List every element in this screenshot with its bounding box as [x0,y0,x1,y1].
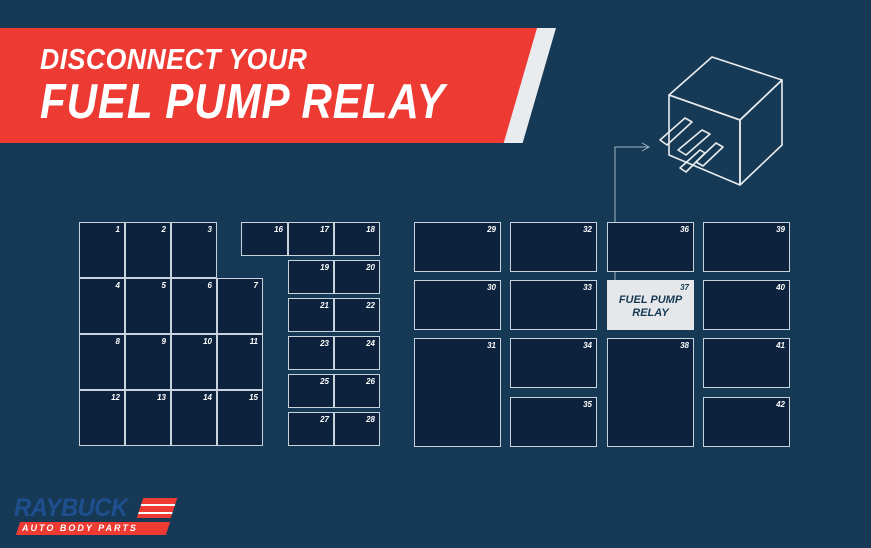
slot-number: 34 [583,341,592,350]
slot-number: 35 [583,400,592,409]
fuse-slot-32: 32 [510,222,597,272]
fuse-slot-25: 25 [288,374,334,408]
slot-number: 21 [320,301,329,310]
fuse-slot-27: 27 [288,412,334,446]
slot-number: 11 [249,337,258,346]
slot-number: 7 [253,281,258,290]
slot-number: 14 [203,393,212,402]
fuse-slot-22: 22 [334,298,380,332]
slot-number: 19 [320,263,329,272]
slot-number: 30 [487,283,496,292]
fuse-slot-17: 17 [288,222,334,256]
slot-number: 16 [274,225,283,234]
fuse-slot-7: 7 [217,278,263,334]
fuse-slot-13: 13 [125,390,171,446]
slot-number: 17 [320,225,329,234]
fuse-slot-5: 5 [125,278,171,334]
slot-number: 1 [115,225,120,234]
fuse-slot-6: 6 [171,278,217,334]
slot-number: 42 [776,400,785,409]
fuse-slot-19: 19 [288,260,334,294]
fuse-slot-14: 14 [171,390,217,446]
slot-number: 37 [680,283,689,292]
slot-number: 40 [776,283,785,292]
slot-number: 5 [161,281,166,290]
fuse-slot-3: 3 [171,222,217,278]
slot-number: 33 [583,283,592,292]
logo-wordmark: RAYBUCK [14,494,128,522]
slot-number: 25 [320,377,329,386]
fuse-slot-15: 15 [217,390,263,446]
fuse-slot-34: 34 [510,338,597,388]
fuse-slot-21: 21 [288,298,334,332]
fuse-slot-26: 26 [334,374,380,408]
fuse-slot-29: 29 [414,222,501,272]
slot-number: 13 [157,393,166,402]
slot-number: 20 [366,263,375,272]
slot-number: 23 [320,339,329,348]
slot-number: 12 [111,393,120,402]
fuse-slot-10: 10 [171,334,217,390]
fuse-slot-33: 33 [510,280,597,330]
slot-number: 15 [249,393,258,402]
fuse-slot-36: 36 [607,222,694,272]
relay-icon [659,56,783,186]
slot-number: 24 [366,339,375,348]
fuse-slot-40: 40 [703,280,790,330]
slot-number: 39 [776,225,785,234]
slot-number: 31 [487,341,496,350]
slot-number: 27 [320,415,329,424]
slot-number: 32 [583,225,592,234]
fuse-slot-12: 12 [79,390,125,446]
slot-label-line-1: FUEL PUMP [618,294,683,306]
slot-number: 28 [366,415,375,424]
fuse-slot-39: 39 [703,222,790,272]
slot-number: 41 [776,341,785,350]
slot-number: 36 [680,225,689,234]
title-banner [0,28,537,143]
fuse-slot-18: 18 [334,222,380,256]
slot-label-line-2: RELAY [632,307,669,319]
fuse-slot-42: 42 [703,397,790,447]
logo-subtitle: AUTO BODY PARTS [22,523,138,533]
fuse-slot-23: 23 [288,336,334,370]
fuse-slot-38: 38 [607,338,694,447]
slot-number: 3 [207,225,212,234]
fuse-slot-20: 20 [334,260,380,294]
fuse-slot-2: 2 [125,222,171,278]
fuse-slot-11: 11 [217,334,263,390]
slot-number: 2 [161,225,166,234]
slot-number: 8 [115,337,120,346]
fuse-slot-24: 24 [334,336,380,370]
slot-number: 6 [207,281,212,290]
slot-number: 22 [366,301,375,310]
fuse-slot-28: 28 [334,412,380,446]
fuse-slot-31: 31 [414,338,501,447]
fuse-slot-8: 8 [79,334,125,390]
slot-number: 26 [366,377,375,386]
fuse-slot-30: 30 [414,280,501,330]
slot-number: 18 [366,225,375,234]
fuse-slot-4: 4 [79,278,125,334]
slot-number: 29 [487,225,496,234]
slot-number: 4 [115,281,120,290]
fuse-slot-1: 1 [79,222,125,278]
title-line-2: FUEL PUMP RELAY [40,75,446,129]
fuse-slot-16: 16 [241,222,288,256]
fuse-slot-9: 9 [125,334,171,390]
title-line-1: DISCONNECT YOUR [40,44,308,76]
slot-number: 38 [680,341,689,350]
fuse-slot-41: 41 [703,338,790,388]
logo-flag-icon [136,498,178,518]
slot-number: 9 [161,337,166,346]
fuse-slot-35: 35 [510,397,597,447]
slot-number: 10 [203,337,212,346]
